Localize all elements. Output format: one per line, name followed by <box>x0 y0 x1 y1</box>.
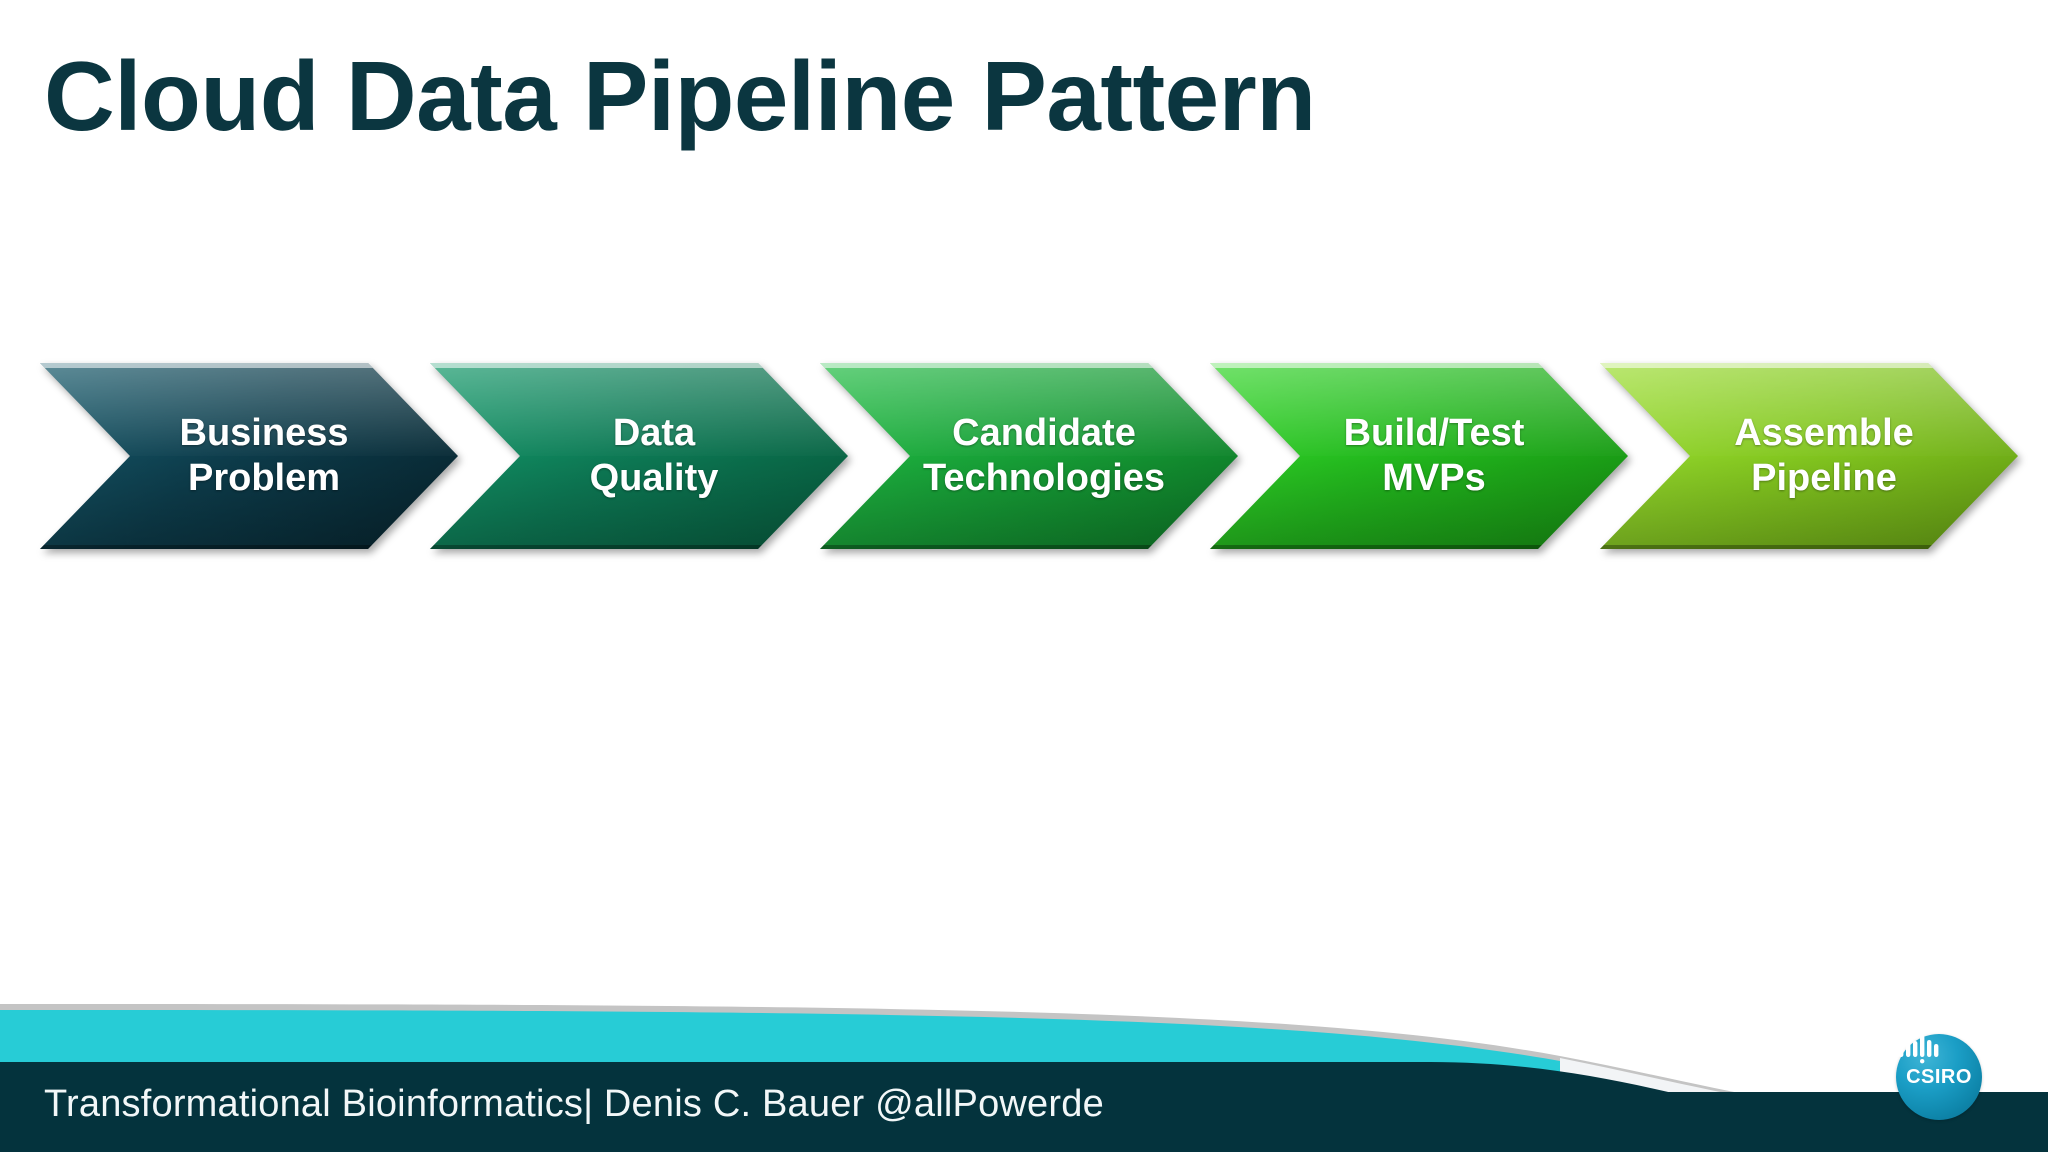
chevron-edge-bottom <box>820 545 1238 549</box>
chevron-highlight-top <box>430 363 848 368</box>
chevron-step-wrapper-5: Assemble Pipeline <box>1600 363 2018 553</box>
slide-footer: Transformational Bioinformatics| Denis C… <box>0 982 2048 1152</box>
chevron-highlight-top <box>1600 363 2018 368</box>
chevron-highlight-top <box>820 363 1238 368</box>
process-flow: Business Problem Data Quality Candidate … <box>40 363 2010 553</box>
chevron-step-data-quality[interactable]: Data Quality <box>430 363 848 549</box>
chevron-label-5: Assemble Pipeline <box>1734 412 1914 499</box>
chevron-step-assemble-pipeline[interactable]: Assemble Pipeline <box>1600 363 2018 549</box>
chevron-step-wrapper-3: Candidate Technologies <box>820 363 1238 553</box>
chevron-label-3: Candidate Technologies <box>922 412 1166 499</box>
chevron-label-1: Business Problem <box>179 412 349 499</box>
chevron-step-wrapper-1: Business Problem <box>40 363 458 553</box>
chevron-edge-bottom <box>40 545 458 549</box>
chevron-edge-bottom <box>430 545 848 549</box>
chevron-edge-bottom <box>1600 545 2018 549</box>
chevron-step-candidate-technologies[interactable]: Candidate Technologies <box>820 363 1238 549</box>
chevron-label-4: Build/Test MVPs <box>1343 412 1525 499</box>
csiro-wordmark: CSIRO <box>1906 1066 1972 1088</box>
csiro-logo[interactable]: CSIRO <box>1896 1034 1982 1120</box>
chevron-highlight-top <box>1210 363 1628 368</box>
csiro-southern-cross-icon <box>1899 1035 1939 1064</box>
chevron-edge-bottom <box>1210 545 1628 549</box>
chevron-label-2: Data Quality <box>589 412 719 499</box>
footer-wave-graphic <box>0 982 2048 1152</box>
page-title: Cloud Data Pipeline Pattern <box>44 41 1316 151</box>
chevron-highlight-top <box>40 363 458 368</box>
chevron-step-build-test-mvps[interactable]: Build/Test MVPs <box>1210 363 1628 549</box>
chevron-step-wrapper-2: Data Quality <box>430 363 848 553</box>
chevron-step-wrapper-4: Build/Test MVPs <box>1210 363 1628 553</box>
footer-credit-text: Transformational Bioinformatics| Denis C… <box>44 1083 1104 1125</box>
chevron-step-business-problem[interactable]: Business Problem <box>40 363 458 549</box>
